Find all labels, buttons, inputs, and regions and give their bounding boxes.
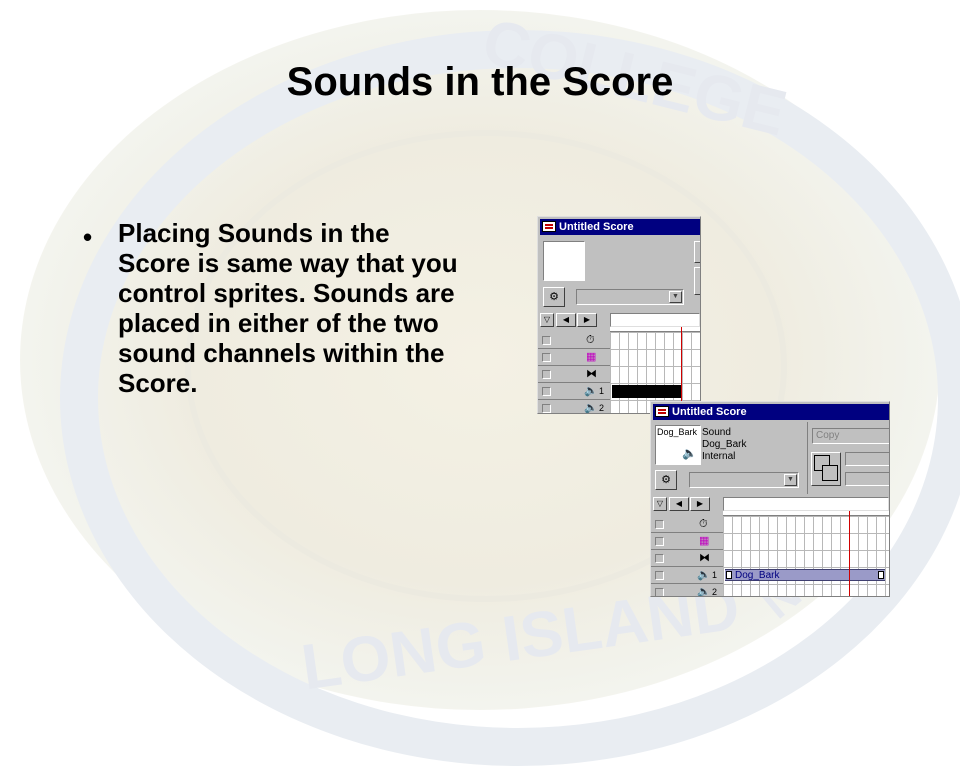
sound-channel-1-row: 🔈 1 — [651, 567, 723, 584]
tempo-channel-row: ⏱ — [651, 516, 723, 533]
marker-ruler[interactable] — [610, 313, 700, 327]
score-window-1: Untitled Score ⚙ ▼ ▽ ◀ ▶ ⏱ ▦ ⧓ 🔈 1 🔈 2 — [537, 216, 701, 414]
tempo-icon: ⏱ — [699, 518, 708, 530]
channel-toggle[interactable] — [655, 554, 664, 563]
channel-toggle[interactable] — [542, 336, 551, 345]
background-color-chip[interactable] — [822, 465, 838, 481]
ink-dropdown[interactable]: Copy — [812, 428, 889, 444]
channel-toggle[interactable] — [655, 571, 664, 580]
sound-icon: 🔈 — [584, 402, 598, 414]
blend-field[interactable] — [845, 452, 889, 466]
transition-channel-row: ⧓ — [538, 366, 610, 383]
palette-icon: ▦ — [699, 535, 710, 547]
cast-type: Sound — [702, 427, 731, 438]
seal-inner-ring — [185, 130, 787, 602]
sound-channel-2-row: 🔈 2 — [538, 400, 610, 414]
frame-ruler[interactable] — [610, 327, 700, 332]
sound-icon: 🔈 — [697, 586, 711, 597]
chevron-down-icon[interactable]: ▼ — [669, 291, 682, 303]
transition-icon: ⧓ — [586, 368, 597, 380]
sound-icon: 🔈 — [697, 569, 711, 581]
sound-channel-number: 2 — [712, 587, 718, 597]
chevron-down-icon[interactable]: ▼ — [784, 474, 797, 486]
sprite-start-handle[interactable] — [726, 571, 732, 579]
sprite-thumbnail[interactable] — [543, 241, 585, 281]
sound-channel-1-row: 🔈 1 — [538, 383, 610, 400]
thumbnail-name: Dog_Bark — [657, 427, 698, 437]
bullet-marker: • — [83, 222, 93, 252]
behavior-gear-icon[interactable]: ⚙ — [543, 287, 565, 307]
sound-icon: 🔈 — [682, 446, 697, 460]
score-icon — [542, 221, 556, 232]
selected-sound-cells[interactable] — [612, 385, 682, 398]
channel-toggle[interactable] — [655, 520, 664, 529]
color-chips[interactable] — [811, 452, 841, 486]
channel-collapse-icon[interactable]: ▽ — [653, 497, 667, 511]
size-field[interactable] — [845, 472, 889, 486]
scroll-right-icon[interactable]: ▶ — [577, 313, 597, 327]
sprite-toolbar-edge — [694, 241, 700, 263]
sound-channel-number: 1 — [712, 570, 718, 580]
sound-sprite-bar[interactable]: Dog_Bark — [725, 569, 885, 581]
scroll-left-icon[interactable]: ◀ — [669, 497, 689, 511]
playback-head[interactable] — [681, 327, 682, 413]
palette-icon: ▦ — [586, 351, 597, 363]
sound-channel-number: 1 — [599, 386, 605, 396]
sound-channel-number: 2 — [599, 403, 605, 413]
cast-library: Internal — [702, 451, 736, 462]
transition-channel-row: ⧓ — [651, 550, 723, 567]
cast-member-name: Dog_Bark — [702, 439, 747, 450]
score-frame-grid[interactable] — [610, 332, 700, 413]
channel-toggle[interactable] — [542, 370, 551, 379]
channel-toggle[interactable] — [542, 387, 551, 396]
channel-toggle[interactable] — [542, 404, 551, 413]
score-icon — [655, 406, 669, 417]
score-frame-grid[interactable] — [723, 516, 889, 596]
tempo-icon: ⏱ — [586, 334, 595, 346]
channel-collapse-icon[interactable]: ▽ — [540, 313, 554, 327]
tempo-channel-row: ⏱ — [538, 332, 610, 349]
score-window-1-titlebar[interactable]: Untitled Score — [540, 219, 700, 235]
scroll-left-icon[interactable]: ◀ — [556, 313, 576, 327]
channel-toggle[interactable] — [655, 588, 664, 596]
sound-channel-2-row: 🔈 2 — [651, 584, 723, 597]
bullet-text: Placing Sounds in the Score is same way … — [118, 218, 458, 398]
behavior-dropdown[interactable]: ▼ — [689, 472, 799, 488]
sprite-label: Dog_Bark — [735, 570, 780, 581]
sprite-toolbar-edge-2 — [694, 267, 700, 295]
sprite-thumbnail[interactable]: Dog_Bark 🔈 — [655, 425, 701, 465]
behavior-gear-icon[interactable]: ⚙ — [655, 470, 677, 490]
sound-icon: 🔈 — [584, 385, 598, 397]
slide-title: Sounds in the Score — [286, 60, 674, 104]
palette-channel-row: ▦ — [538, 349, 610, 366]
channel-toggle[interactable] — [655, 537, 664, 546]
score-window-2-title: Untitled Score — [672, 406, 747, 418]
marker-ruler[interactable] — [723, 497, 889, 511]
sprite-end-handle[interactable] — [878, 571, 884, 579]
scroll-right-icon[interactable]: ▶ — [690, 497, 710, 511]
playback-head[interactable] — [849, 511, 850, 596]
score-window-2-titlebar[interactable]: Untitled Score — [653, 404, 889, 420]
behavior-dropdown[interactable]: ▼ — [576, 289, 684, 305]
frame-ruler[interactable] — [723, 511, 889, 516]
channel-toggle[interactable] — [542, 353, 551, 362]
score-window-2: Untitled Score Dog_Bark 🔈 Sound Dog_Bark… — [650, 401, 890, 597]
panel-divider — [807, 422, 808, 494]
transition-icon: ⧓ — [699, 552, 710, 564]
score-window-1-title: Untitled Score — [559, 221, 634, 233]
palette-channel-row: ▦ — [651, 533, 723, 550]
